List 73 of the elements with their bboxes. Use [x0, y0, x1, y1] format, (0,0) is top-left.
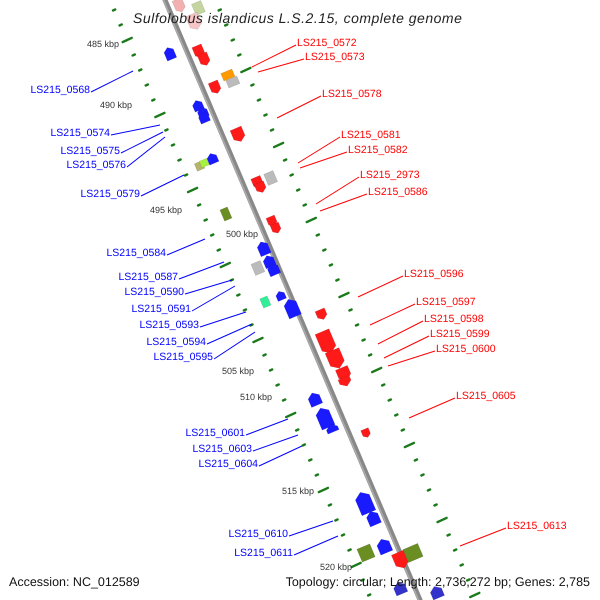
gene-label: LS215_0603: [192, 443, 252, 456]
gene-label: LS215_0584: [106, 247, 166, 260]
leader-line: [252, 44, 296, 68]
leader-line: [258, 58, 304, 72]
leader-line: [140, 174, 184, 196]
leader-line: [184, 280, 232, 294]
gene-label: LS215_0590: [124, 286, 184, 299]
gene-label: LS215_0581: [341, 129, 401, 142]
gene-label: LS215_0601: [185, 427, 245, 440]
scale-label: 495 kbp: [150, 205, 182, 215]
scale-label: 485 kbp: [87, 39, 120, 49]
genome-info: Accession: NC_012589: [9, 575, 140, 590]
leader-line: [294, 536, 338, 556]
leader-line: [316, 176, 360, 204]
gene-label: LS215_0605: [456, 390, 516, 403]
gene-label: LS215_0610: [228, 528, 288, 541]
leader-line: [200, 312, 246, 328]
leader-line: [358, 276, 404, 298]
scale-label: 505 kbp: [222, 366, 254, 376]
gene-label: LS215_0579: [80, 188, 140, 201]
gene-label: LS215_0597: [416, 296, 476, 309]
leader-line: [300, 152, 348, 168]
leader-line: [252, 434, 298, 452]
gene-label: LS215_0595: [153, 351, 213, 364]
gene-label: LS215_0591: [131, 303, 191, 316]
leader-line: [276, 96, 322, 118]
leader-line: [90, 70, 134, 92]
leader-line: [258, 446, 302, 466]
gene-label: LS215_0613: [507, 520, 567, 533]
scale-label: 490 kbp: [100, 100, 132, 110]
gene-label: LS215_0594: [146, 336, 206, 349]
leader-line: [166, 238, 206, 256]
gene-label: LS215_0575: [60, 145, 120, 158]
title: Sulfolobus islandicus L.S.2.15, complete genome: [133, 10, 462, 27]
gene-label: LS215_0600: [436, 343, 496, 356]
gene-label: LS215_2973: [360, 169, 420, 182]
gene-label: LS215_0596: [404, 268, 464, 281]
leader-line: [214, 332, 256, 360]
scale-label: 500 kbp: [226, 229, 258, 239]
gene-label: LS215_0593: [139, 319, 199, 332]
scale-label: 510 kbp: [240, 392, 272, 402]
gene-label: LS215_0611: [234, 547, 293, 560]
leader-line: [378, 320, 424, 344]
leader-line: [126, 136, 166, 168]
leader-line: [192, 286, 236, 312]
gene-label: LS215_0572: [297, 37, 357, 50]
gene-label: LS215_0599: [430, 328, 490, 341]
scale-label: 520 kbp: [320, 562, 352, 572]
leader-line: [206, 324, 252, 344]
leader-line: [120, 132, 164, 154]
gene-label: LS215_0582: [348, 144, 408, 157]
leader-line: [388, 350, 436, 366]
gene-label: LS215_0578: [322, 88, 382, 101]
gene-label: LS215_0573: [305, 51, 365, 64]
leader-line: [460, 528, 506, 546]
leader-line: [246, 418, 288, 436]
genome-info: Topology: circular; Length: 2,736,272 bp; Genes: 2,785: [286, 575, 590, 590]
leader-line: [408, 398, 456, 418]
gene-label: LS215_0568: [30, 84, 90, 97]
gene-label: LS215_0576: [66, 159, 126, 172]
gene-label: LS215_0598: [424, 313, 484, 326]
leader-line: [110, 124, 160, 136]
leader-line: [320, 194, 368, 212]
gene-label: LS215_0586: [368, 186, 428, 199]
gene-label: LS215_0574: [50, 127, 110, 140]
leader-line: [178, 262, 224, 280]
leader-line: [384, 336, 430, 358]
gene-label: LS215_0587: [118, 271, 178, 284]
gene-label: LS215_0604: [198, 458, 258, 471]
leader-line: [370, 304, 416, 326]
leader-line: [288, 520, 334, 536]
scale-label: 515 kbp: [282, 486, 314, 496]
leader-line: [298, 136, 340, 164]
